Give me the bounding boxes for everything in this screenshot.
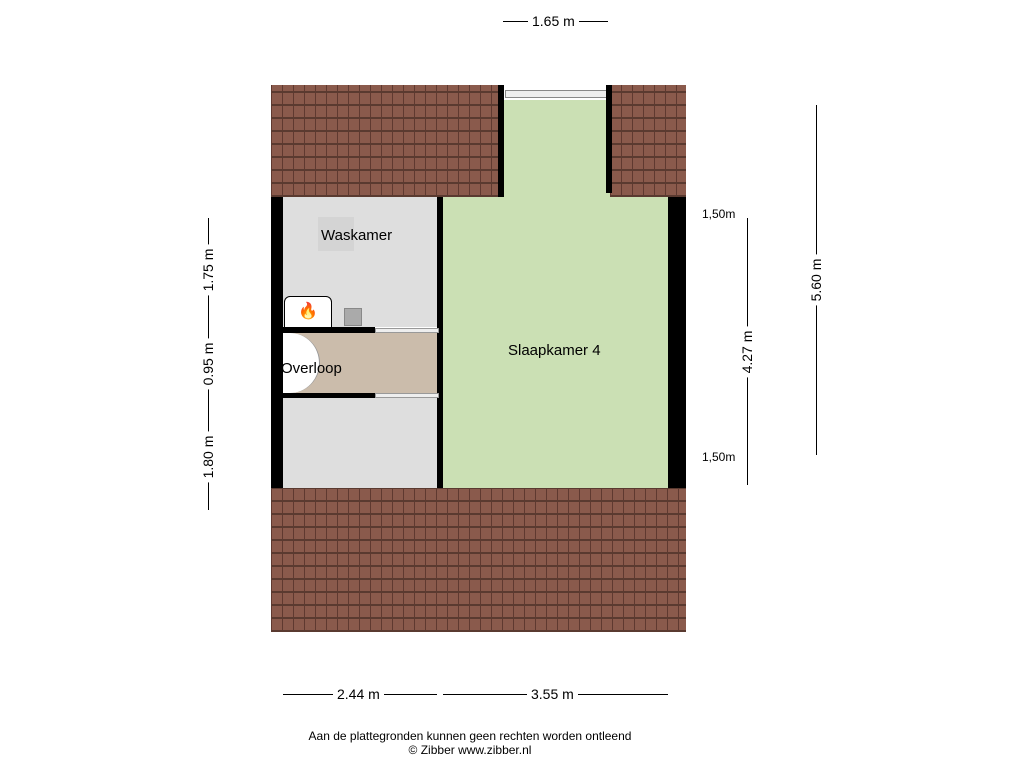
dormer-area [500, 100, 610, 197]
room-label-overloop: Overloop [281, 360, 342, 377]
boiler-icon: 🔥 [284, 296, 332, 328]
dim-bottom-2: 3.55 m [527, 686, 578, 702]
washer-icon [318, 217, 354, 251]
dim-left-2: 0.95 m [200, 338, 216, 390]
dim-left-1: 1.75 m [200, 244, 216, 296]
footer: Aan de plattegronden kunnen geen rechten… [0, 729, 940, 757]
wall-right [668, 197, 686, 488]
bedroom-area [443, 197, 668, 488]
dim-top: 1.65 m [528, 13, 579, 29]
dormer-wall-left [498, 85, 504, 197]
sink-icon [344, 308, 362, 326]
room-label-waskamer: Waskamer [321, 227, 393, 244]
dim-knee-top: 1,50m [702, 207, 736, 221]
footer-copyright: © Zibber www.zibber.nl [408, 743, 532, 757]
door-bottom [375, 393, 439, 398]
dormer-wall-right [606, 85, 612, 193]
storage-area [283, 398, 437, 488]
room-label-slaapkamer: Slaapkamer 4 [508, 342, 601, 359]
dim-bottom-1: 2.44 m [333, 686, 384, 702]
door-top [375, 328, 439, 333]
wall-landing-top [283, 327, 375, 333]
wall-middle [437, 197, 443, 488]
dim-knee-bottom: 1,50m [702, 450, 736, 464]
footer-disclaimer: Aan de plattegronden kunnen geen rechten… [308, 729, 632, 743]
dim-left-3: 1.80 m [200, 431, 216, 483]
roof-top-left [271, 85, 500, 197]
roof-top-right [610, 85, 686, 197]
dim-right-height: 4.27 m [739, 326, 755, 378]
dim-right-total: 5.60 m [808, 254, 824, 306]
wall-left [271, 197, 283, 488]
wall-landing-bottom [283, 393, 375, 398]
dormer-window [505, 90, 607, 98]
roof-bottom [271, 488, 686, 632]
